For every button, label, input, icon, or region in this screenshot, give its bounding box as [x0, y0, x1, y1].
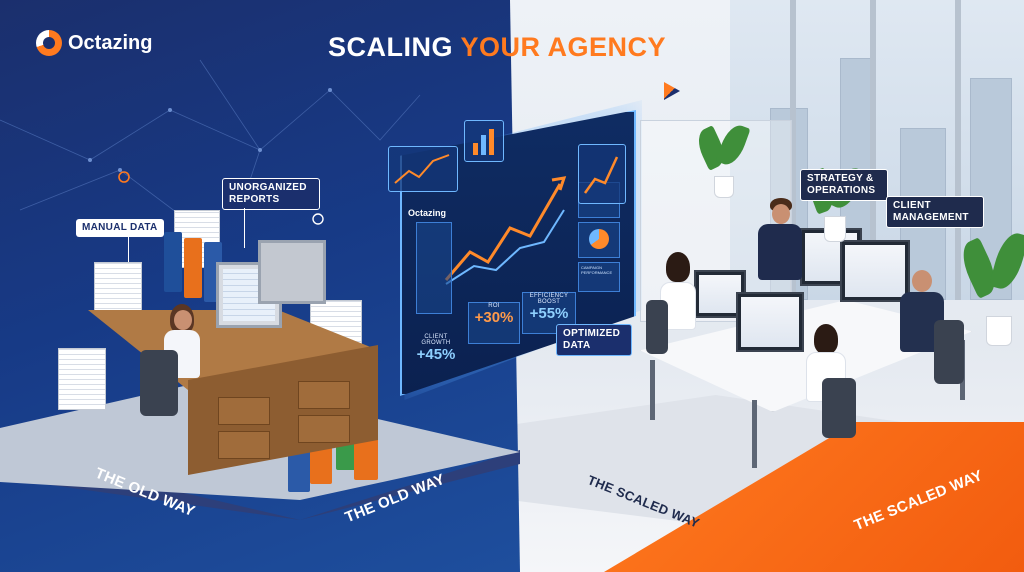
brand-name: Octazing — [68, 31, 153, 54]
paper-stack — [58, 348, 106, 410]
worker-hair — [814, 324, 838, 354]
dashboard-sidebar — [416, 222, 452, 314]
floating-bar-card — [464, 120, 504, 162]
label-optimized-data: OPTIMIZED DATA — [556, 324, 632, 356]
binder — [164, 232, 182, 292]
floating-growth-card — [578, 144, 626, 204]
octazing-logo-icon — [36, 30, 62, 56]
paper-stack — [94, 262, 142, 314]
dashboard-logo: Octazing — [408, 208, 447, 218]
dashboard-campaign-panel: CAMPAIGN PERFORMANCE — [578, 262, 620, 292]
kpi-roi: ROI +30% — [468, 302, 520, 344]
callout-line — [244, 208, 245, 248]
kpi-client-growth: CLIENT GROWTH +45% — [416, 334, 456, 363]
label-client-management: CLIENT MANAGEMENT — [886, 196, 984, 228]
modern-monitor — [736, 292, 804, 352]
worker-head — [912, 270, 932, 292]
label-manual-data: MANUAL DATA — [76, 219, 164, 237]
label-strategy-operations: STRATEGY & OPERATIONS — [800, 169, 888, 201]
worker-chair — [140, 350, 178, 416]
plant-pot — [824, 216, 846, 242]
dashboard-donut-panel — [578, 222, 620, 258]
donut-chart — [589, 229, 609, 249]
worker-head — [174, 310, 192, 330]
label-unorganized-reports: UNORGANIZED REPORTS — [222, 178, 320, 210]
manager-body — [758, 224, 802, 280]
callout-line — [128, 234, 129, 262]
office-chair — [646, 300, 668, 354]
binder — [184, 238, 202, 298]
modern-monitor — [840, 240, 910, 302]
worker-hair — [666, 252, 690, 282]
plant-pot — [714, 176, 734, 198]
growth-chart — [444, 176, 567, 285]
office-chair — [934, 320, 964, 384]
brand-logo: Octazing — [36, 30, 152, 56]
manager-head — [772, 204, 790, 224]
old-monitor-back — [258, 240, 326, 304]
floating-line-card — [388, 146, 458, 192]
plant-pot — [986, 316, 1012, 346]
campaign-performance-label: CAMPAIGN PERFORMANCE — [581, 265, 613, 275]
old-desk-front — [188, 345, 378, 475]
office-chair — [822, 378, 856, 438]
page-title: SCALING YOUR AGENCY — [328, 32, 667, 62]
